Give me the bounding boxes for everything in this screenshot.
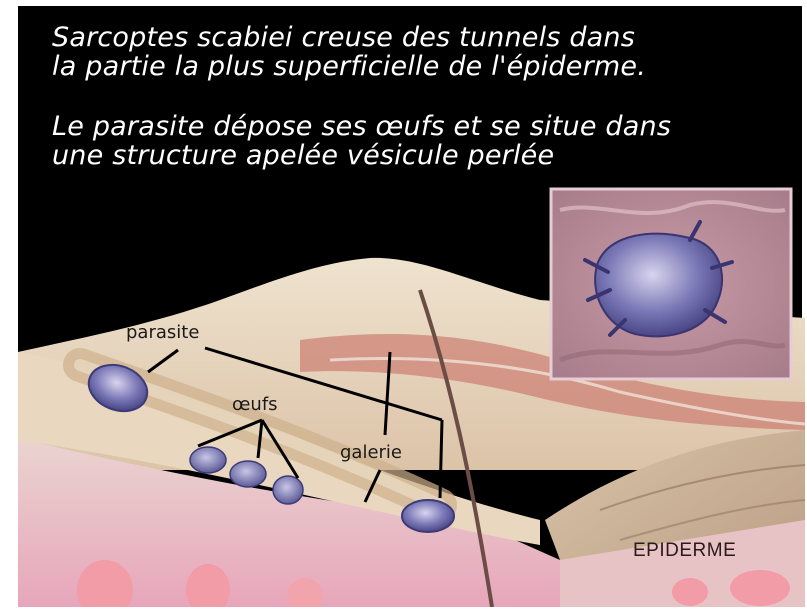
egg bbox=[190, 447, 226, 473]
label-epiderme: EPIDERME bbox=[633, 540, 736, 562]
egg bbox=[230, 461, 266, 487]
caption-line-1: Sarcoptes scabiei creuse des tunnels dan… bbox=[52, 24, 635, 52]
dermal-papilla bbox=[672, 578, 708, 606]
dermal-papilla bbox=[730, 570, 790, 606]
mite-tunnel-end bbox=[402, 500, 454, 532]
label-oeufs: œufs bbox=[232, 394, 278, 415]
caption-line-4: une structure apelée vésicule perlée bbox=[52, 142, 554, 170]
caption-line-2: la partie la plus superficielle de l'épi… bbox=[52, 53, 646, 81]
label-galerie: galerie bbox=[340, 442, 402, 463]
egg bbox=[273, 476, 303, 504]
label-parasite: parasite bbox=[126, 322, 199, 343]
caption-line-3: Le parasite dépose ses œufs et se situe … bbox=[52, 113, 671, 141]
mite-microscope bbox=[595, 234, 722, 337]
